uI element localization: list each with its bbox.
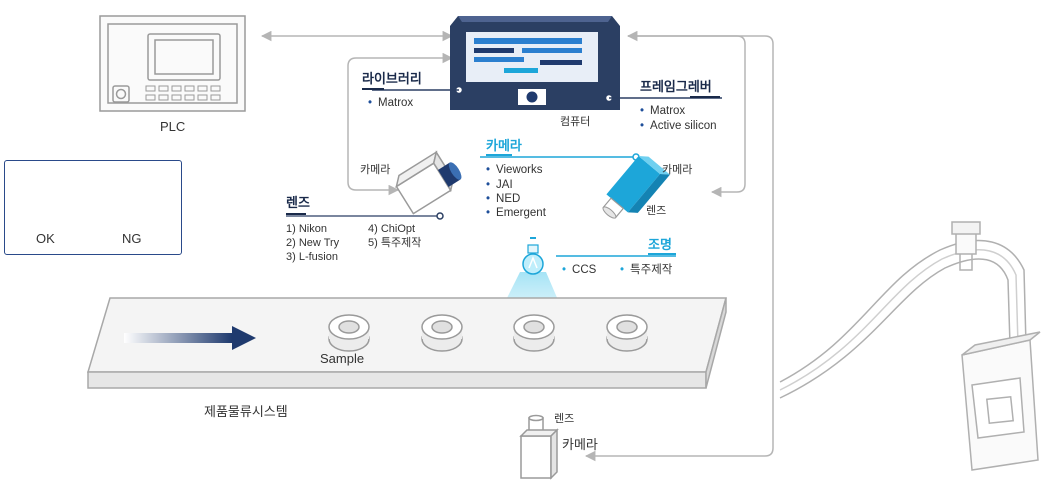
framegrabber-item: Active silicon [640,120,716,133]
computer-bottom-camera-link [584,35,774,462]
camera-bottom [519,414,559,480]
camera-right [602,156,670,219]
camera-vendor-item: JAI [486,179,513,192]
lens-vendor-item: 2) New Try [286,237,340,249]
lens-vendor-item: 3) L-fusion [286,251,338,263]
lens-vendor-item: 1) Nikon [286,223,327,235]
camera-vendor-item: NED [486,193,520,206]
computer-camera-link-left [347,52,454,196]
flow-arrow-shaft [124,333,232,343]
lens-right-label: 렌즈 [646,205,667,217]
computer-monitor [450,16,620,110]
camera-left-label: 카메라 [360,164,391,176]
camera-left [395,150,462,215]
lighting-item: CCS [562,264,596,277]
ok-ng-panel [4,160,182,255]
computer-label: 컴퓨터 [560,116,591,128]
lighting-title: 조명 [648,237,672,252]
plc-label: PLC [160,119,186,134]
library-title: 라이브러리 [362,71,422,86]
framegrabber-item: Matrox [640,105,685,118]
camera-vendor-item: Emergent [486,207,546,220]
camera-right-label: 카메라 [662,164,693,176]
ok-label: OK [36,231,55,246]
camera-vendor-item: Vieworks [486,164,542,177]
plc-unit [99,15,246,112]
ng-label: NG [122,231,142,246]
library-item: Matrox [368,97,413,110]
flow-arrow-head [232,326,256,350]
lens-vendor-item: 4) ChiOpt [368,223,416,235]
conveyor-belt [86,297,727,389]
camera-section-title: 카메라 [486,138,522,153]
bottom-camera-label: 카메라 [562,437,598,452]
sample-rings [328,314,648,352]
cable-robot [779,221,1041,471]
lamp-icon [522,237,544,275]
framegrabber-title: 프레임그레버 [640,79,712,94]
lens-vendor-item: 5) 특주제작 [368,237,422,249]
logistics-system-label: 제품물류시스템 [204,404,288,419]
lens-section-title: 렌즈 [286,195,310,210]
sample-label: Sample [320,351,365,366]
lighting-item: 특주제작 [620,264,672,277]
bottom-lens-label: 렌즈 [554,413,575,425]
